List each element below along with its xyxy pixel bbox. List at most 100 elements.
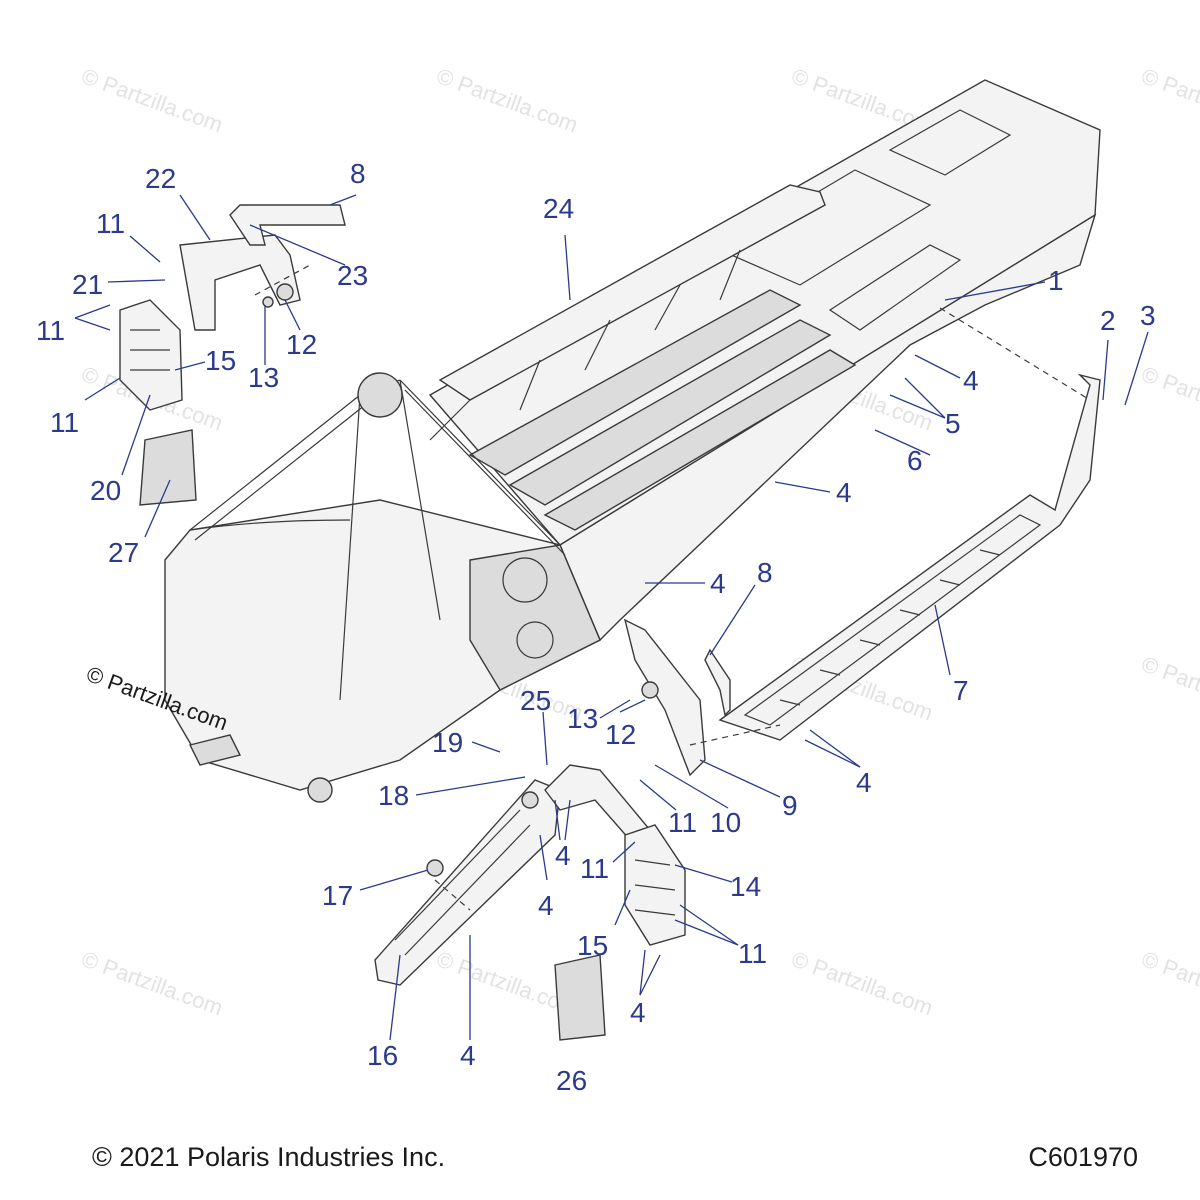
callout-4: 4 — [460, 1040, 476, 1071]
side-panel — [119, 299, 183, 411]
tunnel-cutout — [888, 109, 1012, 176]
tunnel-cutout — [828, 244, 962, 331]
copyright-notice: © 2021 Polaris Industries Inc. — [92, 1142, 446, 1172]
foam-pad-26 — [554, 954, 606, 1041]
callout-4: 4 — [963, 365, 979, 396]
upper-bracket-assembly — [179, 204, 346, 331]
callout-13: 13 — [248, 362, 279, 393]
grommet-18 — [521, 791, 539, 809]
callout-4: 4 — [710, 568, 726, 599]
running-board-slots — [779, 549, 1001, 706]
steering-hub — [357, 372, 403, 418]
callout-20: 20 — [90, 475, 121, 506]
callout-11: 11 — [668, 807, 697, 838]
running-board-frame — [718, 373, 1101, 741]
callout-11: 11 — [96, 208, 125, 239]
callout-5: 5 — [945, 408, 961, 439]
clip-17 — [426, 859, 444, 877]
callout-15: 15 — [205, 345, 236, 376]
heat-exchanger-panel — [508, 319, 832, 506]
fender-16-edge — [394, 809, 531, 956]
callout-22: 22 — [145, 163, 176, 194]
rear-bracket-assembly — [623, 618, 731, 777]
callout-14: 14 — [730, 871, 761, 902]
frame-tubes-inner — [194, 389, 566, 556]
nut-12 — [276, 283, 294, 301]
callout-4: 4 — [630, 997, 646, 1028]
mount-bracket-22 — [179, 234, 301, 331]
lower-fender-assembly — [374, 779, 561, 986]
callout-11: 11 — [580, 853, 609, 884]
watermark: © Partzilla.com — [433, 63, 581, 137]
callout-3: 3 — [1140, 300, 1156, 331]
heat-exchanger-panel — [543, 349, 857, 531]
side-panel-14 — [624, 824, 686, 946]
plate-hole — [516, 621, 554, 659]
bolt-13 — [262, 296, 274, 308]
assembly-line — [434, 879, 471, 911]
callout-11: 11 — [36, 315, 65, 346]
callout-labels: 1 2 3 4 5 6 4 4 7 8 4 9 10 11 13 12 25 1… — [36, 158, 1156, 1096]
callout-4: 4 — [856, 767, 872, 798]
upper-side-rail — [438, 184, 826, 401]
fender-16 — [374, 779, 561, 986]
side-panel-14-ribs — [634, 859, 676, 916]
running-board-inner — [743, 514, 1042, 726]
assembly-lines — [254, 264, 1091, 911]
callout-8: 8 — [350, 158, 366, 189]
callout-12: 12 — [605, 719, 636, 750]
assembly-line — [689, 724, 781, 746]
callout-24: 24 — [543, 193, 574, 224]
callout-11: 11 — [50, 407, 79, 438]
callout-12: 12 — [286, 329, 317, 360]
callout-13: 13 — [567, 703, 598, 734]
side-panel-ribs — [130, 329, 170, 371]
grab-handle-8b — [704, 648, 731, 717]
callout-6: 6 — [907, 445, 923, 476]
bracket-9 — [623, 618, 706, 777]
front-mount — [307, 777, 333, 803]
tunnel-side — [559, 213, 1097, 642]
chassis-frame — [164, 79, 1101, 803]
callout-8: 8 — [757, 557, 773, 588]
callout-23: 23 — [337, 260, 368, 291]
callout-25: 25 — [520, 685, 551, 716]
callout-10: 10 — [710, 807, 741, 838]
callout-26: 26 — [556, 1065, 587, 1096]
watermark: © Partzilla.com — [78, 63, 226, 137]
callout-9: 9 — [782, 790, 798, 821]
callout-1: 1 — [1048, 265, 1064, 296]
right-side-panel — [554, 824, 686, 1041]
watermark: © Partzilla.com — [788, 946, 936, 1020]
heat-exchanger-panel — [468, 289, 802, 476]
center-bracket-assembly — [544, 764, 652, 841]
callout-15: 15 — [577, 930, 608, 961]
watermark: © Partzilla.com — [1138, 651, 1200, 725]
callout-16: 16 — [367, 1040, 398, 1071]
callout-2: 2 — [1100, 305, 1116, 336]
grab-handle-8 — [229, 204, 346, 246]
callout-21: 21 — [72, 269, 103, 300]
callout-11: 11 — [738, 938, 767, 969]
watermark: © Partzilla.com — [1138, 361, 1200, 435]
nut-12b — [641, 681, 659, 699]
diagram-code: C601970 — [1028, 1142, 1138, 1172]
spindle-mount — [188, 734, 242, 766]
plate-hole — [502, 557, 548, 603]
watermark: © Partzilla.com — [78, 946, 226, 1020]
callout-19: 19 — [432, 727, 463, 758]
callout-18: 18 — [378, 780, 409, 811]
callout-4: 4 — [538, 890, 554, 921]
running-board — [718, 373, 1101, 741]
foam-pad-27 — [139, 429, 197, 506]
bracket-25 — [544, 764, 652, 841]
watermark: © Partzilla.com — [1138, 63, 1200, 137]
tie-rod — [189, 519, 351, 531]
callout-7: 7 — [953, 675, 969, 706]
rail-struts — [429, 249, 741, 441]
callout-4: 4 — [836, 477, 852, 508]
watermark: © Partzilla.com — [1138, 946, 1200, 1020]
left-side-panel — [119, 299, 197, 506]
leader-lines — [74, 194, 1149, 1041]
